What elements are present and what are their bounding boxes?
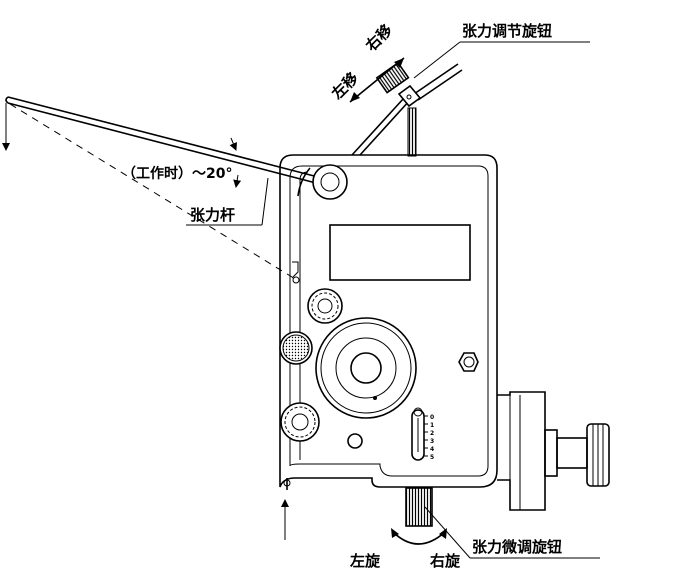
scale-tick-label: 5	[430, 454, 434, 461]
hex-nut	[458, 352, 479, 372]
rotate-right-label: 右旋	[430, 552, 461, 570]
top-guide-roller	[312, 164, 348, 200]
bottom-roller	[280, 402, 320, 442]
rotate-direction-arrow	[391, 528, 447, 545]
tension-arm	[5, 96, 319, 278]
tension-spring	[407, 107, 417, 157]
scale-tick-label: 0	[430, 414, 434, 421]
tension-fine-adjust-knob-label: 张力微调旋钮	[472, 538, 562, 556]
rotate-left-label: 左旋	[349, 552, 381, 570]
tension-arm-label: 张力杆	[190, 206, 235, 224]
wire-guide-pin	[291, 261, 300, 284]
scale-tick-label: 2	[430, 430, 434, 437]
fine-knob-leader-line	[424, 506, 471, 559]
move-direction-arrow	[349, 57, 405, 103]
display-window	[329, 224, 471, 281]
scale-tick-label: 4	[430, 446, 434, 453]
working-angle-label: （工作时）～20°	[122, 165, 232, 182]
scale-tick-label: 1	[430, 422, 434, 429]
side-mount-bracket	[497, 391, 588, 511]
tension-wheel	[315, 317, 417, 419]
tension-fine-adjust-knob[interactable]	[405, 487, 433, 527]
bottom-pin	[283, 478, 291, 490]
gear-roller	[307, 288, 343, 324]
tension-adjust-assembly	[351, 63, 463, 156]
clamp-knob[interactable]	[586, 423, 610, 487]
move-right-label: 右移	[362, 21, 396, 55]
felt-roller	[279, 331, 313, 365]
knob-leader-line	[413, 41, 461, 79]
scale-tick-label: 3	[430, 438, 434, 445]
tension-adjust-knob[interactable]	[375, 61, 410, 94]
tension-adjust-knob-label: 张力调节旋钮	[462, 22, 552, 40]
angle-indicator-arrow	[229, 137, 237, 151]
mount-hole	[347, 433, 363, 449]
arm-working-position-line	[9, 103, 293, 278]
